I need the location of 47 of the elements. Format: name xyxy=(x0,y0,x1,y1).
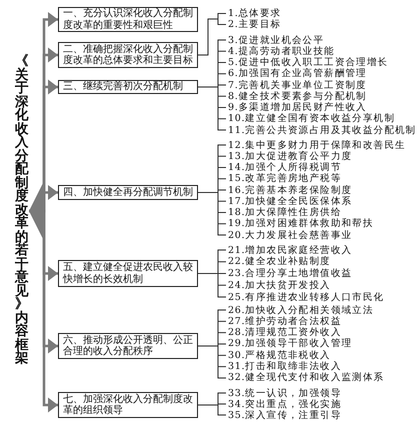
title-text: 《关于深化收入分配制度改革的若干意见》内容框架 xyxy=(15,55,29,366)
section-box: 七、加强深化收入分配制度改革的组织领导 xyxy=(58,392,198,418)
connector-line xyxy=(198,192,226,236)
section-box: 二、准确把握深化收入分配制度改革的总体要求和主要目标 xyxy=(58,42,198,68)
item-text: 26.加快收入分配相关领域立法 xyxy=(226,304,374,316)
section-box: 一、充分认识深化收入分配制度改革的重要性和艰巨性 xyxy=(58,7,198,32)
item-text: 25.有序推进农业转移人口市民化 xyxy=(226,292,384,302)
connector-line xyxy=(198,346,226,378)
item-text: 32.健全现代支付和收入监测体系 xyxy=(226,372,384,384)
item-text: 35.深入宣传，注重引导 xyxy=(226,410,342,420)
item-text: 34.突出重点，强化实施 xyxy=(226,398,342,410)
item-text: 3.促进就业机会公平 xyxy=(226,34,324,46)
item-text: 28.清理规范工资外收入 xyxy=(226,327,342,338)
item-text: 33.统一认识，加强领导 xyxy=(226,388,342,398)
item-text: 27.维护劳动者合法权益 xyxy=(226,316,342,327)
item-text: 9.多渠道增加居民财产性收入 xyxy=(226,102,367,113)
section-box: 六、推动形成公开透明、公正合理的收入分配秩序 xyxy=(58,333,198,359)
item-text: 8.健全技术要素参与分配机制 xyxy=(226,90,367,102)
connector-line xyxy=(198,86,226,130)
item-text: 18.加大保障性住房供给 xyxy=(226,207,342,218)
section-box: 五、建立健全促进农民收入较快增长的长效机制 xyxy=(58,260,198,287)
item-text: 14.加强个人所得税调节 xyxy=(226,162,342,173)
item-text: 23.合理分享土地增值收益 xyxy=(226,268,352,279)
item-text: 16.完善基本养老保险制度 xyxy=(226,184,352,196)
item-text: 1.总体要求 xyxy=(226,8,282,19)
item-text: 24.加大扶贫开发投入 xyxy=(226,280,331,291)
item-text: 17.加快健全全民医保体系 xyxy=(226,196,352,207)
item-text: 19.加强对困难群体救助和帮扶 xyxy=(226,218,374,230)
item-text: 10.建立健全国有资本收益分享机制 xyxy=(226,113,396,124)
item-text: 30.严格规范非税收入 xyxy=(226,350,331,361)
item-text: 13.加大促进教育公平力度 xyxy=(226,150,352,162)
item-text: 31.打击和取缔非法收入 xyxy=(226,361,342,372)
item-text: 11.完善公共资源占用及其收益分配机制 xyxy=(226,124,416,136)
item-text: 12.集中更多财力用于保障和改善民生 xyxy=(226,140,406,150)
section-box: 四、加快健全再分配调节机制 xyxy=(58,185,198,200)
item-text: 29.加强领导干部收入管理 xyxy=(226,338,352,350)
item-text: 20.大力发展社会慈善事业 xyxy=(226,230,352,240)
item-text: 4.提高劳动者职业技能 xyxy=(226,46,335,57)
item-text: 6.加强国有企业高管薪酬管理 xyxy=(226,68,367,80)
connector-line xyxy=(198,273,226,298)
item-text: 21.增加农民家庭经营收入 xyxy=(226,244,352,256)
item-text: 2.主要目标 xyxy=(226,19,282,30)
item-text: 15.改革完善房地产税等 xyxy=(226,173,342,184)
item-text: 5.促进中低收入职工工资合理增长 xyxy=(226,57,388,68)
item-text: 7.完善机关事业单位工资制度 xyxy=(226,80,367,90)
section-box: 三、继续完善初次分配机制 xyxy=(58,80,198,94)
item-text: 22.健全农业补贴制度 xyxy=(226,256,331,268)
